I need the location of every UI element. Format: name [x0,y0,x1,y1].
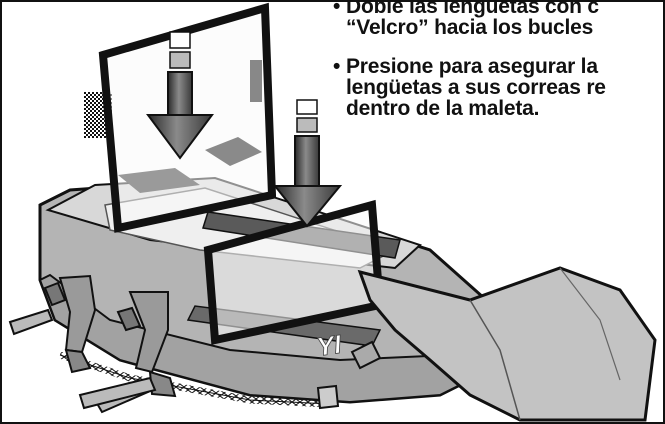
frame1-tab-2 [118,168,200,193]
instruction-2-line-2: lengüetas a sus correas re [346,76,606,99]
down-arrow-2 [272,99,343,228]
instruction-2: •Presione para asegurar la lengüetas a s… [333,56,606,119]
instruction-2-line-3: dentro de la maleta. [346,97,540,120]
frame1-shade [250,60,262,102]
right-buckle [316,340,382,410]
bag-logo: YI [315,329,344,362]
frame1-tab [205,137,262,166]
bullet-icon: • [333,0,341,18]
bullet-icon: • [333,55,341,78]
left-strap-2 [78,291,177,410]
instruction-1: • Doble las lengüetas con c “Velcro” haci… [333,0,599,38]
instruction-1-line-1: Doble las lengüetas con c [346,0,599,18]
instruction-2-line-1: Presione para asegurar la [346,55,598,78]
instruction-1-line-2: “Velcro” hacia los bucles [346,16,594,39]
down-arrow-1 [146,31,214,160]
cover-flap [357,266,657,422]
